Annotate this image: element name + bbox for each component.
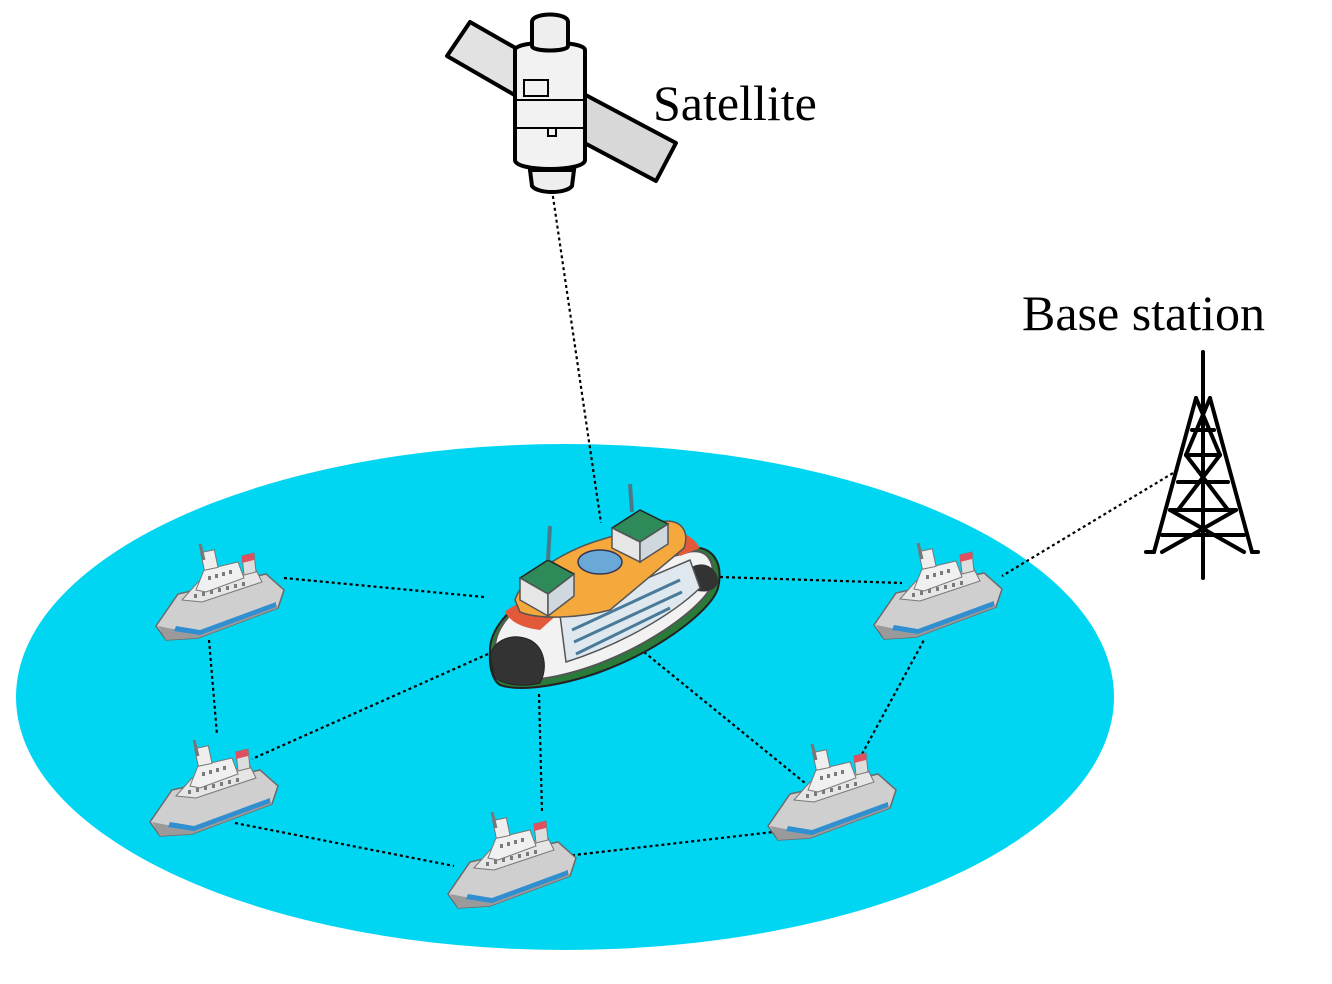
satellite-icon bbox=[445, 12, 678, 194]
link-ferry-ship-bottom-right bbox=[643, 651, 806, 784]
links bbox=[207, 189, 1179, 868]
link-satellite-ferry bbox=[550, 189, 603, 524]
link-tower-ship-right bbox=[1001, 469, 1179, 577]
base-station-tower-icon bbox=[1144, 350, 1260, 580]
link-ferry-ship-right bbox=[719, 575, 903, 585]
link-ship-mid-left-bottom-center bbox=[234, 821, 455, 868]
link-ship-bottom-center-bottom-right bbox=[565, 830, 774, 858]
link-ship-bottom-right-ship-right bbox=[861, 639, 925, 755]
link-ferry-ship-mid-left bbox=[251, 652, 489, 761]
base-station-label: Base station bbox=[1022, 285, 1266, 341]
satellite-label: Satellite bbox=[653, 75, 817, 131]
link-ferry-ship-bottom-center bbox=[537, 693, 544, 812]
central-ferry-icon bbox=[488, 483, 721, 689]
link-ship-top-left-mid-left bbox=[207, 639, 219, 736]
